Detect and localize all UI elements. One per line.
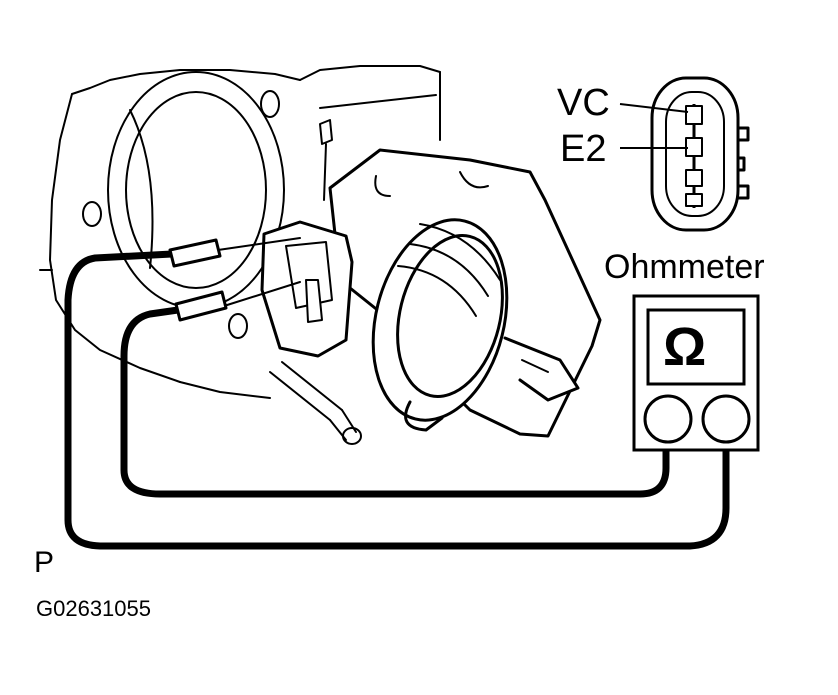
lead-wire-lower [120,306,670,498]
ohmmeter-jack-left [643,394,693,444]
figure-code: G02631055 [36,596,151,621]
ohmmeter-jack-right [701,394,751,444]
terminal-label-vc: VC [557,82,610,124]
terminal-3 [685,169,703,187]
throttle-position-sensor [328,148,602,438]
test-leads [64,237,730,550]
ohmmeter [632,294,760,452]
throttle-body-housing [39,65,441,445]
lead-wire-upper [64,250,730,550]
leader-lines [619,103,689,149]
terminal-e2 [685,137,703,157]
view-letter: P [34,546,55,579]
connector-end-view [650,76,750,232]
ohm-symbol-icon: Ω [663,317,707,377]
vc-leader-line [619,103,689,113]
probe-tip-lower [223,281,301,307]
terminal-vc [685,105,703,125]
sensor-connector [260,220,354,358]
ohmmeter-label: Ohmmeter [604,248,765,286]
test-probes [168,238,228,322]
probe-tip-upper [217,237,301,251]
terminal-4 [685,193,703,207]
probe-lower [174,290,228,322]
terminal-label-e2: E2 [560,128,607,170]
probe-upper [168,238,222,268]
ohmmeter-display [646,308,746,386]
